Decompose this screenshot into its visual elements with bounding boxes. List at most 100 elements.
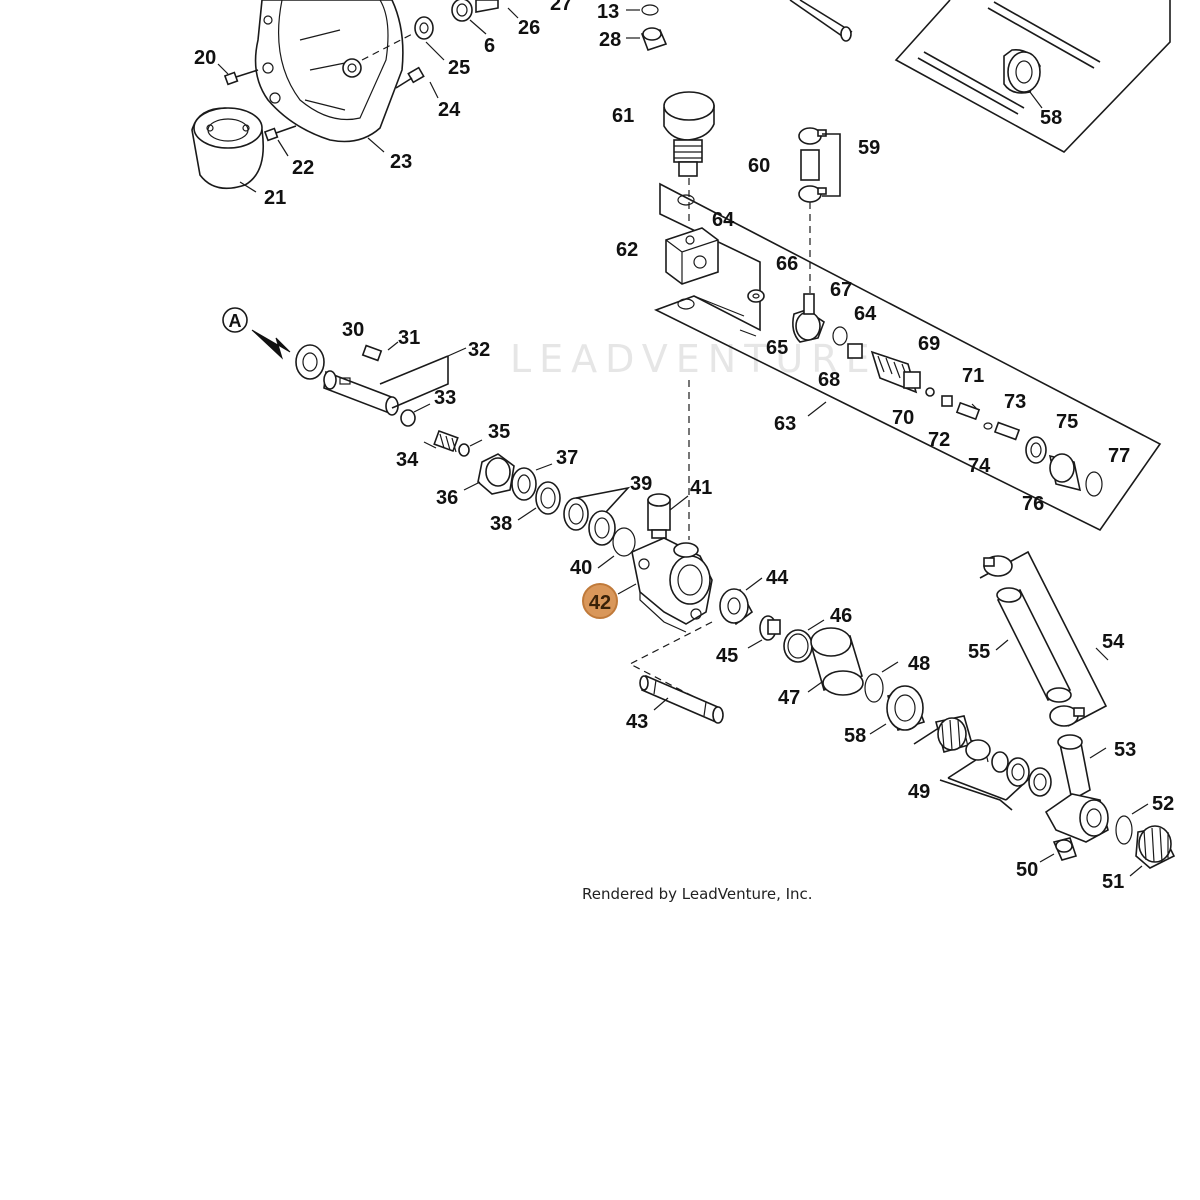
part-40-oring[interactable] xyxy=(612,527,636,557)
part-69-valve[interactable] xyxy=(870,350,921,394)
part-31-pin[interactable] xyxy=(361,344,383,362)
part-25-washer[interactable] xyxy=(414,16,434,40)
part-21-drum[interactable] xyxy=(191,107,265,190)
label-28: 28 xyxy=(599,29,621,51)
label-49: 49 xyxy=(908,781,930,803)
part-68-nut[interactable] xyxy=(847,343,863,359)
label-25: 25 xyxy=(448,57,470,79)
part-48-oring[interactable] xyxy=(864,673,884,703)
label-33-b: 33 xyxy=(434,387,456,409)
label-23: 23 xyxy=(390,151,412,173)
part-49-spring[interactable] xyxy=(965,737,991,763)
part-70-ball[interactable] xyxy=(925,387,935,397)
part-33-bushing[interactable] xyxy=(400,409,416,427)
label-26: 26 xyxy=(518,17,540,39)
label-66: 66 xyxy=(776,253,798,275)
label-6: 6 xyxy=(484,35,495,57)
part-35-ball[interactable] xyxy=(458,443,470,457)
part-61-gauge[interactable] xyxy=(663,91,715,177)
label-38: 38 xyxy=(490,513,512,535)
watermark-text: LEADVENTURE xyxy=(510,337,878,381)
part-45-valve[interactable] xyxy=(759,615,781,641)
part-36-nut[interactable] xyxy=(477,453,515,495)
part-6-washer[interactable] xyxy=(451,0,473,22)
label-64-a: 64 xyxy=(712,209,735,231)
callout-A[interactable]: A xyxy=(222,307,291,360)
part-42-manifold[interactable] xyxy=(631,537,713,633)
label-55: 55 xyxy=(968,641,990,663)
label-32: 32 xyxy=(468,339,490,361)
part-71-seat[interactable] xyxy=(941,395,953,407)
part-13-oring[interactable] xyxy=(641,4,659,16)
part-72-spring[interactable] xyxy=(955,401,981,421)
part-66-washer[interactable] xyxy=(747,289,765,303)
part-28-plug[interactable] xyxy=(640,27,668,52)
label-63: 63 xyxy=(774,413,796,435)
part-60-hose[interactable] xyxy=(800,149,820,181)
part-47-cylinder[interactable] xyxy=(810,627,864,696)
label-40: 40 xyxy=(570,557,592,579)
label-77: 77 xyxy=(1108,445,1130,467)
part-33-shaft[interactable] xyxy=(323,370,399,416)
part-75-seal[interactable] xyxy=(1025,436,1047,464)
part-52-oring[interactable] xyxy=(1115,815,1133,845)
part-51-cap[interactable] xyxy=(1135,825,1176,869)
part-41-fitting[interactable] xyxy=(647,493,671,539)
label-51: 51 xyxy=(1102,871,1124,893)
part-74-pin[interactable] xyxy=(993,421,1021,441)
highlight-42[interactable]: 42 xyxy=(582,583,618,619)
label-36: 36 xyxy=(436,487,458,509)
part-50-plug[interactable] xyxy=(1052,837,1078,861)
part-67-elbow[interactable] xyxy=(792,293,825,343)
part-43-rod[interactable] xyxy=(639,674,724,724)
part-55-hose[interactable] xyxy=(996,587,1072,703)
label-68: 68 xyxy=(818,369,840,391)
label-42: 42 xyxy=(589,592,611,614)
leader-39 xyxy=(575,486,631,513)
part-49-cage[interactable] xyxy=(935,715,973,753)
footer-credit: Rendered by LeadVenture, Inc. xyxy=(582,885,813,903)
part-49-seal-b[interactable] xyxy=(1028,767,1052,797)
part-39-seal-kit[interactable] xyxy=(563,497,616,546)
part-44-seal[interactable] xyxy=(719,588,754,626)
label-34: 34 xyxy=(396,449,419,471)
part-23-housing[interactable] xyxy=(254,0,404,143)
label-30: 30 xyxy=(342,319,364,341)
part-49-washer[interactable] xyxy=(991,751,1009,773)
part-58-seal-top[interactable] xyxy=(1003,49,1041,94)
part-labels: 13 28 27 26 6 25 24 20 21 22 23 58 61 59… xyxy=(194,0,1174,893)
label-20: 20 xyxy=(194,47,216,69)
part-30-bearing[interactable] xyxy=(295,344,325,380)
part-64-oring-a[interactable] xyxy=(677,194,695,206)
part-22-bolt[interactable] xyxy=(263,125,297,142)
part-59-clamp[interactable] xyxy=(798,127,827,203)
label-13: 13 xyxy=(597,1,619,23)
part-37-seal[interactable] xyxy=(511,467,537,501)
part-54-clamp[interactable] xyxy=(983,555,1085,727)
label-60: 60 xyxy=(748,155,770,177)
part-76-cap[interactable] xyxy=(1048,453,1082,492)
part-26-fitting[interactable] xyxy=(475,0,499,13)
part-73-oring[interactable] xyxy=(983,422,993,430)
label-35: 35 xyxy=(488,421,510,443)
kit-box-63 xyxy=(653,182,1162,532)
part-38-seal[interactable] xyxy=(535,481,561,515)
part-77-oring[interactable] xyxy=(1085,471,1103,497)
part-20-bolt[interactable] xyxy=(223,69,259,86)
label-75: 75 xyxy=(1056,411,1078,433)
label-48: 48 xyxy=(908,653,930,675)
part-24-bolt[interactable] xyxy=(395,66,425,89)
part-53-outlet[interactable] xyxy=(1044,734,1109,843)
label-46: 46 xyxy=(830,605,852,627)
part-64-oring-b[interactable] xyxy=(677,298,695,310)
label-58-top: 58 xyxy=(1040,107,1062,129)
part-64-oring-c[interactable] xyxy=(832,326,848,346)
part-34-spring[interactable] xyxy=(433,429,459,453)
part-62-block[interactable] xyxy=(665,227,719,285)
label-61: 61 xyxy=(612,105,634,127)
label-47: 47 xyxy=(778,687,800,709)
part-49-seal-a[interactable] xyxy=(1006,757,1030,787)
part-58-seal-bottom[interactable] xyxy=(886,685,926,732)
